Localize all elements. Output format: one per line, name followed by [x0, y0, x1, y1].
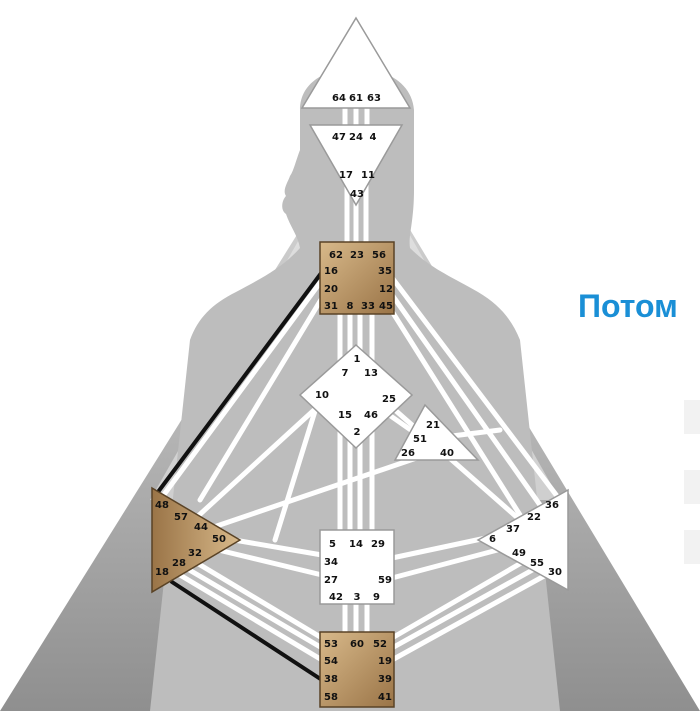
spleen-center — [151, 486, 242, 594]
gate-label: 15 — [338, 410, 352, 421]
gate-label: 2 — [354, 427, 361, 438]
gate-label: 5 — [329, 539, 336, 550]
heart-gates: 21 51 26 40 — [401, 420, 454, 459]
gate-label: 58 — [324, 692, 338, 703]
gate-label: 61 — [349, 93, 363, 104]
edge-mark — [684, 530, 700, 564]
heart-center — [393, 403, 480, 461]
gate-label: 50 — [212, 534, 226, 545]
gate-label: 18 — [155, 567, 169, 578]
gate-label: 3 — [354, 592, 361, 603]
gate-label: 17 — [339, 170, 353, 181]
edge-mark — [684, 470, 700, 504]
gate-label: 54 — [324, 656, 338, 667]
gate-label: 52 — [373, 639, 387, 650]
gate-label: 33 — [361, 301, 375, 312]
sacral-gates: 5 14 29 34 27 59 42 3 9 — [324, 539, 392, 603]
gate-label: 11 — [361, 170, 375, 181]
gate-label: 38 — [324, 674, 338, 685]
gate-label: 28 — [172, 558, 186, 569]
g-center — [298, 343, 414, 450]
gate-label: 27 — [324, 575, 338, 586]
gate-label: 16 — [324, 266, 338, 277]
gate-label: 21 — [426, 420, 440, 431]
gate-label: 8 — [347, 301, 354, 312]
gate-label: 22 — [527, 512, 541, 523]
gate-label: 40 — [440, 448, 454, 459]
gate-label: 7 — [342, 368, 349, 379]
gate-label: 42 — [329, 592, 343, 603]
head-center — [300, 16, 412, 109]
solar-plexus-gates: 36 22 37 6 49 55 30 — [489, 500, 562, 578]
gate-label: 29 — [371, 539, 385, 550]
gate-label: 62 — [329, 250, 343, 261]
gate-label: 56 — [372, 250, 386, 261]
solar-plexus-center — [476, 488, 569, 592]
gate-label: 47 — [332, 132, 346, 143]
gate-label: 57 — [174, 512, 188, 523]
gate-label: 24 — [349, 132, 363, 143]
gate-label: 9 — [373, 592, 380, 603]
head-gates: 64 61 63 — [332, 93, 381, 104]
gate-label: 34 — [324, 557, 338, 568]
spleen-gates: 48 57 44 50 32 28 18 — [155, 500, 226, 578]
edge-mark — [684, 400, 700, 434]
gate-label: 46 — [364, 410, 378, 421]
gate-label: 60 — [350, 639, 364, 650]
root-gates: 53 60 52 54 19 38 39 58 41 — [324, 639, 392, 703]
gate-label: 49 — [512, 548, 526, 559]
gate-label: 4 — [370, 132, 377, 143]
root-center — [319, 631, 395, 708]
g-gates: 1 7 13 10 25 15 46 2 — [315, 354, 396, 438]
gate-label: 6 — [489, 534, 496, 545]
gate-label: 44 — [194, 522, 208, 533]
gate-label: 35 — [378, 266, 392, 277]
slide-heading: Потом — [578, 288, 678, 324]
gate-label: 59 — [378, 575, 392, 586]
gate-label: 32 — [188, 548, 202, 559]
gate-label: 10 — [315, 390, 329, 401]
gate-label: 26 — [401, 448, 415, 459]
ajna-center — [308, 124, 404, 207]
gate-label: 48 — [155, 500, 169, 511]
throat-center — [319, 241, 395, 315]
gate-label: 30 — [548, 567, 562, 578]
gate-label: 63 — [367, 93, 381, 104]
gate-label: 41 — [378, 692, 392, 703]
gate-label: 25 — [382, 394, 396, 405]
gate-label: 31 — [324, 301, 338, 312]
gate-label: 36 — [545, 500, 559, 511]
gate-label: 1 — [354, 354, 361, 365]
gate-label: 14 — [349, 539, 363, 550]
gate-label: 51 — [413, 434, 427, 445]
gate-label: 43 — [350, 189, 364, 200]
gate-label: 23 — [350, 250, 364, 261]
gate-label: 13 — [364, 368, 378, 379]
gate-label: 19 — [378, 656, 392, 667]
sacral-center — [319, 529, 395, 605]
gate-label: 64 — [332, 93, 346, 104]
gate-label: 45 — [379, 301, 393, 312]
gate-label: 20 — [324, 284, 338, 295]
ajna-gates: 47 24 4 17 11 43 — [332, 132, 376, 200]
gate-label: 37 — [506, 524, 520, 535]
throat-gates: 62 23 56 16 35 20 12 31 8 33 45 — [324, 250, 393, 312]
gate-label: 39 — [378, 674, 392, 685]
gate-label: 12 — [379, 284, 393, 295]
gate-label: 55 — [530, 558, 544, 569]
gate-label: 53 — [324, 639, 338, 650]
